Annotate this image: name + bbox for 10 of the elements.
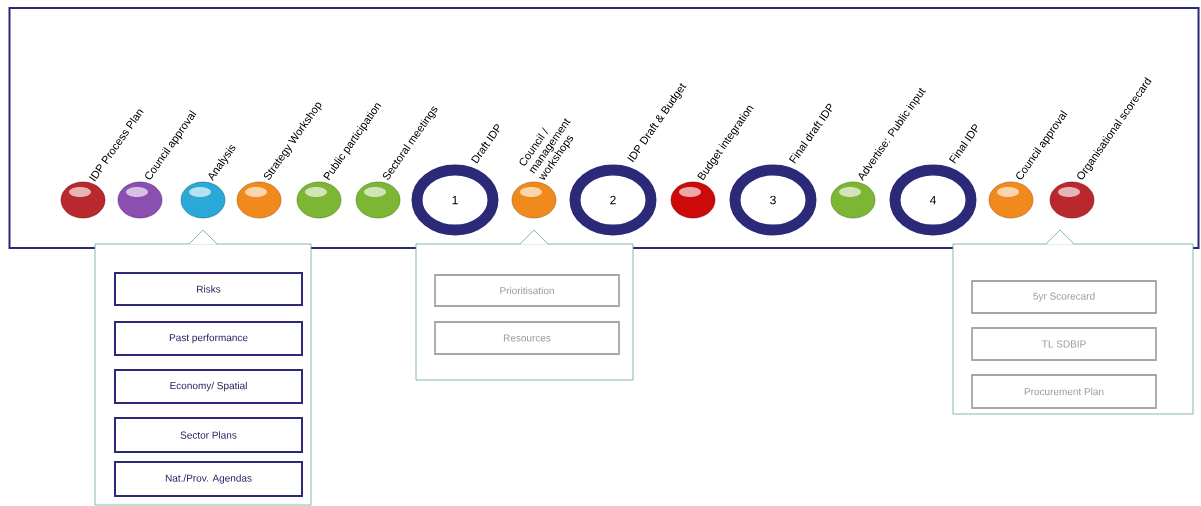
- item-box: Resources: [434, 321, 620, 355]
- item-box: Sector Plans: [114, 417, 303, 453]
- item-box: Risks: [114, 272, 303, 306]
- item-box: Economy/ Spatial: [114, 369, 303, 404]
- item-box: Past performance: [114, 321, 303, 356]
- item-box: Prioritisation: [434, 274, 620, 307]
- item-box: Procurement Plan: [971, 374, 1157, 409]
- item-box: 5yr Scorecard: [971, 280, 1157, 314]
- item-box: Nat./Prov. Agendas: [114, 461, 303, 497]
- item-box: TL SDBIP: [971, 327, 1157, 361]
